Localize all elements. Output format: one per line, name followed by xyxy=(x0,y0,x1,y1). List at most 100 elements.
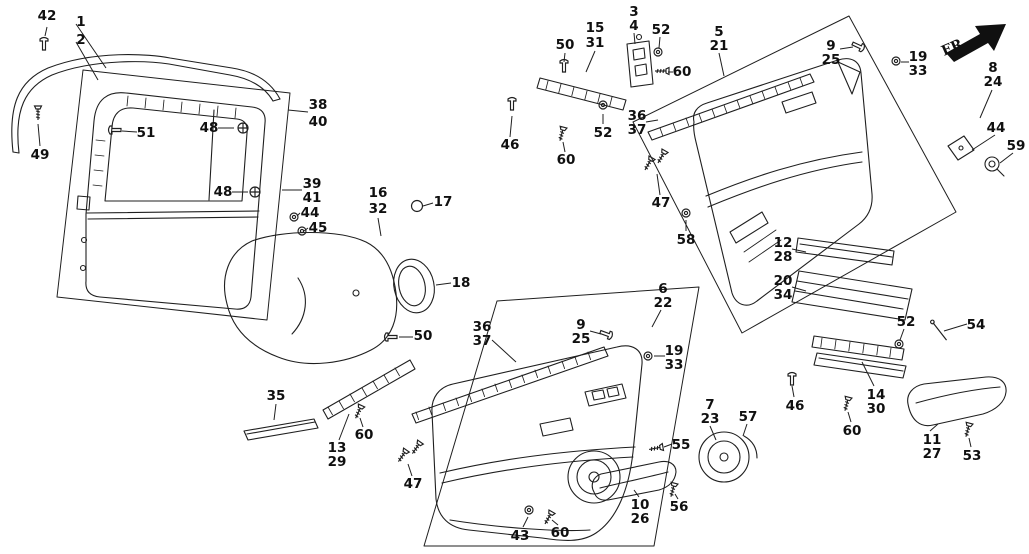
callout-15: 15 xyxy=(586,20,605,36)
screw-icon xyxy=(555,125,568,143)
lining-bracket-14 xyxy=(811,335,905,361)
weatherstrip-inner-36 xyxy=(411,346,609,424)
leader-line xyxy=(791,385,795,398)
screw-icon xyxy=(961,421,974,439)
callout-53: 53 xyxy=(963,448,982,464)
callout-46: 46 xyxy=(501,137,520,153)
door-frame-art xyxy=(76,92,266,310)
callout-36: 36 xyxy=(473,319,492,335)
callout-52: 52 xyxy=(897,314,916,330)
callout-50: 50 xyxy=(414,328,433,344)
callout-37: 37 xyxy=(473,333,492,349)
screw-icon xyxy=(351,403,366,421)
callout-37: 37 xyxy=(628,122,647,138)
leader-line xyxy=(287,109,309,113)
callout-39: 39 xyxy=(303,176,322,192)
callout-60: 60 xyxy=(673,64,692,80)
callout-41: 41 xyxy=(303,190,322,206)
leader-line xyxy=(633,32,636,45)
left-moulding-strips xyxy=(243,346,609,441)
leader-line xyxy=(839,46,854,50)
callout-13: 13 xyxy=(328,440,347,456)
leader-line xyxy=(359,417,364,428)
callout-12: 12 xyxy=(774,235,793,251)
clip-icon xyxy=(598,327,615,341)
grommet-icon xyxy=(653,47,663,57)
leader-line xyxy=(422,202,434,207)
switch-bezel xyxy=(584,383,627,407)
callout-30: 30 xyxy=(867,401,886,417)
callout-43: 43 xyxy=(511,528,530,544)
door-pocket-20 xyxy=(791,270,913,321)
bolt-icon xyxy=(249,186,261,198)
callout-49: 49 xyxy=(31,147,50,163)
leader-line xyxy=(929,423,939,432)
leader-line xyxy=(645,119,659,123)
callout-52: 52 xyxy=(652,22,671,38)
leader-line xyxy=(899,328,905,341)
callout-44: 44 xyxy=(987,120,1006,136)
callout-33: 33 xyxy=(909,63,928,79)
door-pull-cup xyxy=(539,417,574,437)
callout-11: 11 xyxy=(923,432,942,448)
callout-47: 47 xyxy=(652,195,671,211)
leader-line xyxy=(338,413,350,441)
leader-line xyxy=(674,493,679,500)
leader-lines xyxy=(37,23,1014,528)
leader-line xyxy=(562,141,566,153)
grommet-icon xyxy=(289,212,299,222)
leader-line xyxy=(509,115,513,138)
leader-line xyxy=(663,443,673,448)
screw-icon xyxy=(408,439,424,457)
leader-line xyxy=(968,437,972,448)
grommet-icon xyxy=(524,505,534,515)
callout-31: 31 xyxy=(586,35,605,51)
callout-40: 40 xyxy=(309,114,328,130)
leader-line xyxy=(75,41,99,81)
side-protector-strip xyxy=(243,418,319,441)
leader-line xyxy=(563,52,566,63)
sash-bracket-3 xyxy=(626,40,654,88)
callout-23: 23 xyxy=(701,411,720,427)
screw-icon xyxy=(641,155,656,173)
callout-26: 26 xyxy=(631,511,650,527)
armrest-pad-10 xyxy=(591,460,677,501)
leader-line xyxy=(847,411,852,423)
callout-17: 17 xyxy=(434,194,453,210)
callout-19: 19 xyxy=(909,49,928,65)
callout-25: 25 xyxy=(822,52,841,68)
grommet-icon xyxy=(681,208,691,218)
callout-46: 46 xyxy=(786,398,805,414)
leader-line xyxy=(589,330,602,335)
pocket-garnish-12 xyxy=(795,237,895,266)
grommet-icon xyxy=(891,56,901,66)
center-door-lining-art xyxy=(431,345,677,541)
leader-line xyxy=(522,516,529,528)
callout-50: 50 xyxy=(556,37,575,53)
leader-line xyxy=(709,425,717,441)
bolt-icon xyxy=(237,122,249,134)
callout-20: 20 xyxy=(774,273,793,289)
leader-line xyxy=(791,248,807,253)
callout-22: 22 xyxy=(654,295,673,311)
leader-line xyxy=(861,361,875,387)
left-assembly-box xyxy=(56,69,291,321)
callout-52: 52 xyxy=(594,125,613,141)
speaker-art xyxy=(698,431,758,483)
right-door-lining-art xyxy=(647,58,913,321)
callout-57: 57 xyxy=(739,409,758,425)
mirror-garnish xyxy=(837,61,861,95)
ring-icon xyxy=(410,199,424,213)
callout-33: 33 xyxy=(665,357,684,373)
leader-line xyxy=(791,286,807,292)
callout-16: 16 xyxy=(369,185,388,201)
screw-icon xyxy=(541,509,556,527)
center-assembly-box xyxy=(423,286,700,547)
upper-moulding-art xyxy=(536,33,654,111)
callout-44: 44 xyxy=(301,205,320,221)
callout-27: 27 xyxy=(923,446,942,462)
leader-line xyxy=(407,463,413,477)
screw-icon xyxy=(394,447,410,465)
leader-line xyxy=(551,519,559,526)
